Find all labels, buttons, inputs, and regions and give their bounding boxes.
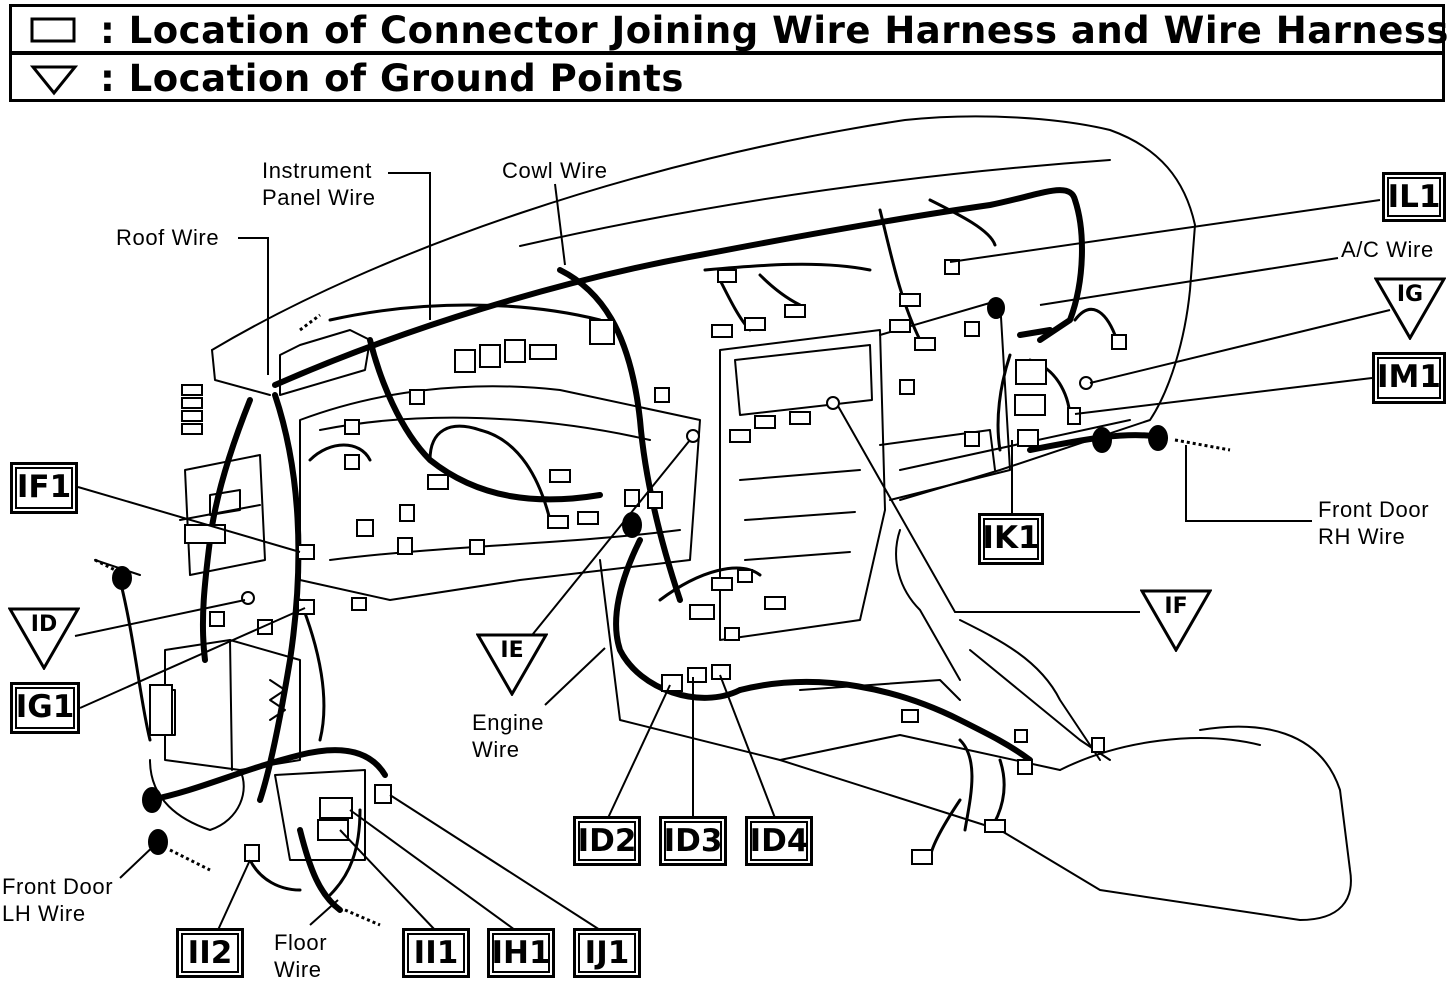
leader-ii2 <box>217 859 251 931</box>
legend-connector-text: : Location of Connector Joining Wire Har… <box>100 9 1449 52</box>
lower-dash <box>599 559 1352 921</box>
connector-box-symbol-icon <box>30 16 78 49</box>
ground-triangle-symbol-icon <box>29 64 79 101</box>
connector-im1: IM1 <box>1372 352 1446 404</box>
label-front-door-lh-wire: Front Door LH Wire <box>2 873 113 927</box>
ground-triangle-icon <box>1374 277 1446 340</box>
leader-floor <box>309 899 339 926</box>
center-panel <box>719 329 886 641</box>
leader-id2 <box>607 684 671 819</box>
label-cowl-wire: Cowl Wire <box>502 158 608 183</box>
connector-id3: ID3 <box>659 816 727 866</box>
ground-ig-label: IG <box>1396 282 1424 307</box>
cowl-wire-main <box>272 187 1085 388</box>
ground-id-label: ID <box>30 612 58 637</box>
leader-id <box>74 599 246 637</box>
ground-point-if: IF <box>1140 588 1212 652</box>
connector-il1: IL1 <box>1382 172 1446 222</box>
ground-point-ig: IG <box>1374 276 1446 340</box>
connector-ij1: IJ1 <box>573 928 641 978</box>
label-instrument-panel-wire: Instrument Panel Wire <box>262 157 376 211</box>
leader-ih1 <box>349 809 516 931</box>
connector-ii2: II2 <box>176 928 244 978</box>
ground-triangle-icon <box>476 633 548 696</box>
leader-im1 <box>1074 377 1373 415</box>
leader-ij1 <box>389 794 601 931</box>
ground-if-label: IF <box>1164 594 1188 619</box>
leader-il1 <box>949 199 1381 263</box>
leader-if <box>837 405 1140 613</box>
leader-engine <box>544 647 606 706</box>
connector-ii1: II1 <box>402 928 470 978</box>
leader-ie <box>519 439 691 651</box>
label-floor-wire: Floor Wire <box>274 929 327 983</box>
ground-ie-label: IE <box>500 638 524 663</box>
leader-ii1 <box>339 829 436 931</box>
label-instrument-panel-line2: Panel Wire <box>262 185 376 210</box>
ground-triangle-icon <box>8 607 80 670</box>
cluster-housing <box>299 385 701 601</box>
leader-instrument-panel <box>388 172 431 320</box>
leader-if1 <box>77 486 301 553</box>
label-instrument-panel-line1: Instrument <box>262 158 372 183</box>
label-floor-line1: Floor <box>274 930 328 955</box>
label-floor-line2: Wire <box>274 957 322 982</box>
leader-ac <box>1039 257 1339 306</box>
label-front-door-rh-line2: RH Wire <box>1318 524 1406 549</box>
dashboard-top-outline <box>211 115 1196 501</box>
leader-front-door-lh <box>119 839 161 879</box>
label-roof-wire: Roof Wire <box>116 225 220 250</box>
leader-cowl <box>554 183 566 266</box>
connector-ik1: IK1 <box>978 513 1044 565</box>
label-ac-wire: A/C Wire <box>1341 237 1434 262</box>
leader-roof <box>238 237 269 375</box>
shift-lever <box>895 529 961 681</box>
connector-ig1: IG1 <box>10 682 80 734</box>
leader-front-door-rh <box>1185 445 1312 522</box>
leader-ig <box>1089 309 1391 384</box>
label-front-door-lh-line2: LH Wire <box>2 901 86 926</box>
label-front-door-rh-line1: Front Door <box>1318 497 1430 522</box>
leader-id4 <box>719 674 776 819</box>
ground-point-ie: IE <box>476 632 548 696</box>
connector-id4: ID4 <box>745 816 813 866</box>
label-engine-wire: Engine Wire <box>472 709 544 763</box>
legend-connector-row: : Location of Connector Joining Wire Har… <box>9 4 1448 54</box>
label-engine-line2: Wire <box>472 737 520 762</box>
legend-ground-text: : Location of Ground Points <box>100 57 684 100</box>
label-engine-line1: Engine <box>472 710 545 735</box>
instrument-panel-wire <box>257 392 302 803</box>
ground-triangle-icon <box>1140 589 1212 652</box>
windshield-edge <box>519 159 1111 247</box>
legend-ground-row: : Location of Ground Points <box>9 52 1445 102</box>
console-wire <box>737 679 1033 763</box>
label-front-door-lh-line1: Front Door <box>2 874 114 899</box>
ground-point-id: ID <box>8 606 80 670</box>
glovebox-area <box>879 299 1011 501</box>
connector-if1: IF1 <box>10 462 78 514</box>
connector-id2: ID2 <box>573 816 641 866</box>
leader-ig1 <box>79 607 306 709</box>
label-front-door-rh-wire: Front Door RH Wire <box>1318 496 1429 550</box>
connector-ih1: IH1 <box>487 928 555 978</box>
